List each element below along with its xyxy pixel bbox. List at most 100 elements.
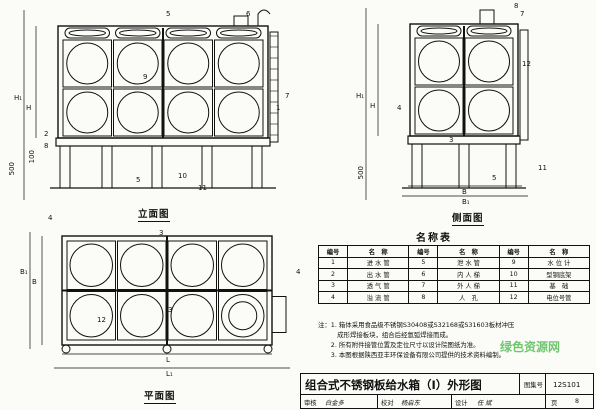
plan-dim-l: L <box>166 356 170 364</box>
legend-cell: 出 水 管 <box>347 268 410 281</box>
side-panel <box>414 86 464 135</box>
note-line: 注：1. 箱体采用食品级不锈钢S30408或S32168或S31603板材冲压 <box>318 321 515 329</box>
atlas-label: 图集号 <box>524 382 543 389</box>
side-dim-h1: H₁ <box>356 92 365 100</box>
front-callout-10: 10 <box>178 172 187 180</box>
note-line: 2. 所有附件接管位置及定位尺寸以设计院图纸为准。 <box>318 341 480 349</box>
legend-cell: 1 <box>317 256 349 269</box>
title-block: 组合式不锈钢板给水箱（Ⅰ）外形图 图集号 12S101 审核 白金多 校对 杨启… <box>300 373 594 409</box>
check-name: 杨启东 <box>401 400 420 407</box>
front-dim-base-small: 100 <box>28 150 36 164</box>
plan-callout-3b: 3 <box>168 306 173 314</box>
legend-cell: 人 孔 <box>437 291 500 304</box>
legend-cell: 透 气 管 <box>347 279 410 292</box>
side-dim-b1: B₁ <box>462 198 470 206</box>
legend-cell: 3 <box>317 279 349 292</box>
side-manhole <box>479 9 495 25</box>
title-block-divider <box>301 394 593 395</box>
vent-pipe <box>257 9 271 26</box>
plan-panel-dimple <box>170 294 214 338</box>
drawing-title: 组合式不锈钢板给水箱（Ⅰ）外形图 <box>305 378 482 392</box>
plan-callout-4: 4 <box>48 214 53 222</box>
front-callout-5b: 5 <box>136 176 141 184</box>
plan-panel <box>117 291 167 341</box>
legend-cell: 水 位 计 <box>527 256 591 269</box>
front-view-title: 立面图 <box>138 206 170 222</box>
legend-cell: 电位号管 <box>527 291 591 304</box>
side-callout-11: 11 <box>538 164 547 172</box>
outer-ladder <box>269 31 279 143</box>
top-rib-inner <box>470 27 508 35</box>
legend-cell: 4 <box>317 291 349 304</box>
side-elevation-drawing <box>402 9 529 189</box>
plan-pipe-stub <box>61 344 71 354</box>
legend-header-cell: 名 称 <box>437 245 500 258</box>
legend-header-cell: 编号 <box>498 245 529 258</box>
front-panel-dimple <box>167 42 210 85</box>
plan-panel-dimple <box>221 243 265 287</box>
front-panel <box>214 88 264 137</box>
top-rib <box>64 27 110 39</box>
plan-panel <box>167 291 217 341</box>
front-callout-7: 7 <box>285 92 290 100</box>
side-panel <box>464 86 514 135</box>
top-rib <box>416 25 462 37</box>
plan-dim-b: B <box>32 278 37 286</box>
legend-header-row: 编号 名 称 编号 名 称 编号 名 称 <box>317 245 591 258</box>
top-rib-inner <box>420 27 458 35</box>
top-rib <box>216 27 262 39</box>
side-dim-base: 500 <box>357 166 365 180</box>
front-panel <box>214 39 264 88</box>
plan-panel <box>66 291 116 341</box>
front-panel-dimple <box>116 91 159 134</box>
watermark: 绿色资源网 <box>500 340 561 354</box>
legend-cell: 溢 流 管 <box>347 291 410 304</box>
side-ladder <box>519 29 529 141</box>
front-panel-dimple <box>217 42 260 85</box>
dimension-lines <box>23 8 528 369</box>
plan-panel-dimple <box>69 294 113 338</box>
side-panel-dimple <box>468 40 510 83</box>
check-label: 校对 <box>381 400 394 407</box>
title-block-divider <box>545 374 546 408</box>
front-panel-dimple <box>167 91 210 134</box>
side-dim-h: H <box>370 102 376 110</box>
front-panel <box>62 88 112 137</box>
plan-dim-b1: B₁ <box>20 268 28 276</box>
note-line: 3. 本图根据陕西亚丰环保设备有限公司提供的技术资料编制。 <box>318 351 506 359</box>
legend-cell: 6 <box>408 268 439 281</box>
front-panel <box>62 39 112 88</box>
front-foundation-leg <box>151 145 163 189</box>
manhole <box>233 15 249 27</box>
side-callout-12: 12 <box>522 60 531 68</box>
side-callout-7: 7 <box>520 10 525 18</box>
front-panel <box>163 88 213 137</box>
plan-panel-dimple <box>120 294 164 338</box>
plan-view-title: 平面图 <box>144 388 176 404</box>
design-name: 任 斌 <box>477 400 492 407</box>
plan-panel-dimple <box>170 243 214 287</box>
side-panel-dimple <box>418 40 460 83</box>
legend-header-cell: 名 称 <box>347 245 410 258</box>
legend-cell: 泄 水 管 <box>437 256 500 269</box>
legend-cell: 2 <box>317 268 349 281</box>
front-panel <box>163 39 213 88</box>
plan-panel-dimple <box>69 243 113 287</box>
plan-manhole-cover <box>228 301 258 331</box>
legend-cell: 外 人 梯 <box>437 279 500 292</box>
side-base-frame <box>407 135 521 145</box>
front-callout-8: 8 <box>44 142 49 150</box>
front-dim-base: 500 <box>8 162 16 176</box>
legend-header-cell: 编号 <box>408 245 439 258</box>
top-rib <box>466 25 512 37</box>
legend-title: 名称表 <box>416 233 452 244</box>
plan-panel <box>218 240 268 290</box>
title-block-divider <box>451 394 452 408</box>
legend-cell: 12 <box>498 291 529 304</box>
review-label: 审核 <box>304 400 317 407</box>
